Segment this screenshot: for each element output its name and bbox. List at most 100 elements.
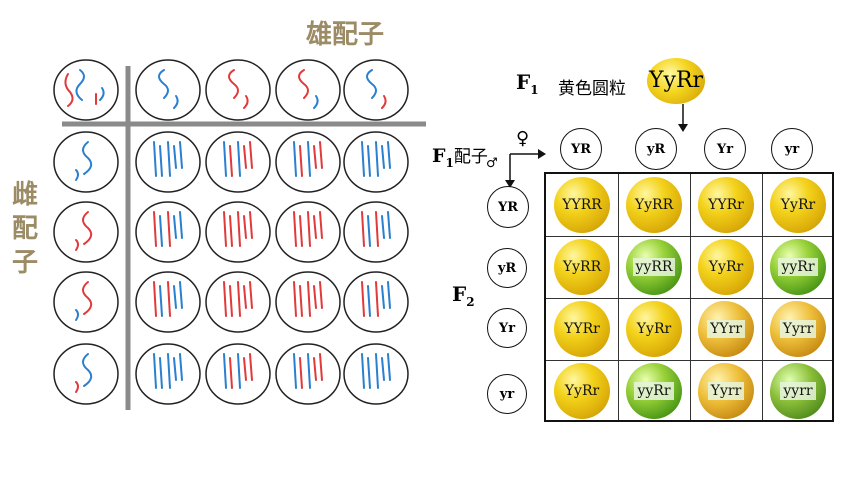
offspring-genotype: YYRR [562, 197, 602, 213]
f1-genotype: YyRr [649, 68, 704, 93]
chromosome-stroke [237, 211, 241, 247]
chromosome-stroke [223, 211, 227, 247]
chromosome-stroke [158, 69, 169, 99]
top-gamete: yR [635, 128, 677, 170]
chromosome-stroke [159, 357, 163, 389]
chromosome-stroke [237, 281, 241, 317]
cell-circle [205, 343, 271, 405]
chromosome-stroke [367, 215, 371, 247]
pea-icon [770, 177, 826, 233]
chromosome-stroke [229, 145, 233, 177]
cell-circle [53, 271, 119, 333]
chromosome-stroke [153, 211, 157, 247]
chromosome-stroke [375, 281, 379, 317]
cell-circle [343, 131, 409, 193]
cell-circle [205, 271, 271, 333]
offspring-genotype: YyRR [634, 197, 674, 213]
chromosome-stroke [249, 141, 253, 169]
cell-circle [343, 343, 409, 405]
male-gametes-title: 雄配子 [306, 20, 385, 50]
chromosome-stroke [179, 281, 183, 309]
chromosome-stroke [387, 353, 391, 381]
chromosome-stroke [381, 95, 387, 109]
chromosome-stroke [99, 87, 105, 101]
offspring-cell: YYRr [554, 301, 610, 357]
chromosome-stroke [82, 281, 93, 315]
chromosome-stroke [387, 211, 391, 239]
offspring-cell: YYRR [554, 177, 610, 233]
female-symbol: ♀ [516, 128, 530, 149]
chromosome-stroke [298, 69, 309, 99]
chromosome-stroke [299, 145, 303, 177]
offspring-cell: YYRr [698, 177, 754, 233]
chromosome-stroke [243, 95, 249, 109]
offspring-genotype: Yyrr [698, 382, 754, 400]
chromosome-stroke [179, 211, 183, 239]
offspring-genotype: YYRr [564, 321, 600, 337]
f2-label: F2 [452, 282, 475, 309]
pea-icon [626, 301, 682, 357]
chromosome-stroke [159, 145, 163, 177]
offspring-genotype: yyRR [626, 258, 682, 276]
chromosome-stroke [367, 357, 371, 389]
chromosome-stroke [179, 141, 183, 169]
offspring-genotype: yyRr [770, 258, 826, 276]
offspring-cell: YYrr [698, 301, 754, 357]
chromosome-stroke [313, 285, 317, 309]
cell-circle [135, 201, 201, 263]
cell-circle [135, 131, 201, 193]
pea-icon [626, 177, 682, 233]
offspring-cell: YyRr [698, 239, 754, 295]
cell-circle [275, 201, 341, 263]
chromosome-stroke [243, 215, 247, 239]
chromosome-stroke [367, 285, 371, 317]
top-gamete: Yr [704, 128, 746, 170]
chromosome-stroke [75, 309, 79, 321]
offspring-genotype: yyrr [770, 382, 826, 400]
chromosome-stroke [223, 353, 227, 389]
chromosome-stroke [64, 73, 74, 107]
chromosome-stroke [173, 357, 177, 381]
chromosome-stroke [243, 145, 247, 169]
chromosome-stroke [249, 211, 253, 239]
chromosome-stroke [381, 357, 385, 381]
chromosome-stroke [319, 211, 323, 239]
chromosome-stroke [173, 285, 177, 309]
chromosome-stroke [293, 211, 297, 247]
pea-icon [554, 363, 610, 419]
f1-pea [647, 58, 705, 104]
chromosome-stroke [243, 357, 247, 381]
cell-circle [135, 271, 201, 333]
offspring-cell: YyRr [554, 363, 610, 419]
cell-circle [343, 271, 409, 333]
offspring-genotype: YyRr [636, 321, 672, 337]
offspring-cell: Yyrr [698, 363, 754, 419]
cell-circle [275, 271, 341, 333]
side-gamete: yR [487, 248, 527, 288]
chromosome-stroke [367, 145, 371, 177]
offspring-cell: Yyrr [770, 301, 826, 357]
chromosome-stroke [381, 145, 385, 169]
chromosome-stroke [313, 215, 317, 239]
chromosome-stroke [75, 69, 85, 101]
cell-circle [53, 343, 119, 405]
chromosome-stroke [167, 353, 171, 389]
chromosome-stroke [313, 145, 317, 169]
chromosome-stroke [319, 353, 323, 381]
chromosome-stroke [229, 285, 233, 317]
offspring-cell: yyRr [770, 239, 826, 295]
chromosome-stroke [249, 281, 253, 309]
chromosome-stroke [167, 141, 171, 177]
top-gamete: YR [560, 128, 602, 170]
f1-phenotype: 黄色圆粒 [558, 79, 626, 99]
female-gametes-title: 雌 配 子 [11, 180, 38, 278]
cell-circle [205, 201, 271, 263]
chromosome-stroke [223, 281, 227, 317]
chromosome-stroke [299, 357, 303, 389]
cell-circle [275, 343, 341, 405]
chromosome-stroke [173, 145, 177, 169]
chromosome-stroke [229, 215, 233, 247]
offspring-cell: yyrr [770, 363, 826, 419]
chromosome-stroke [153, 353, 157, 389]
